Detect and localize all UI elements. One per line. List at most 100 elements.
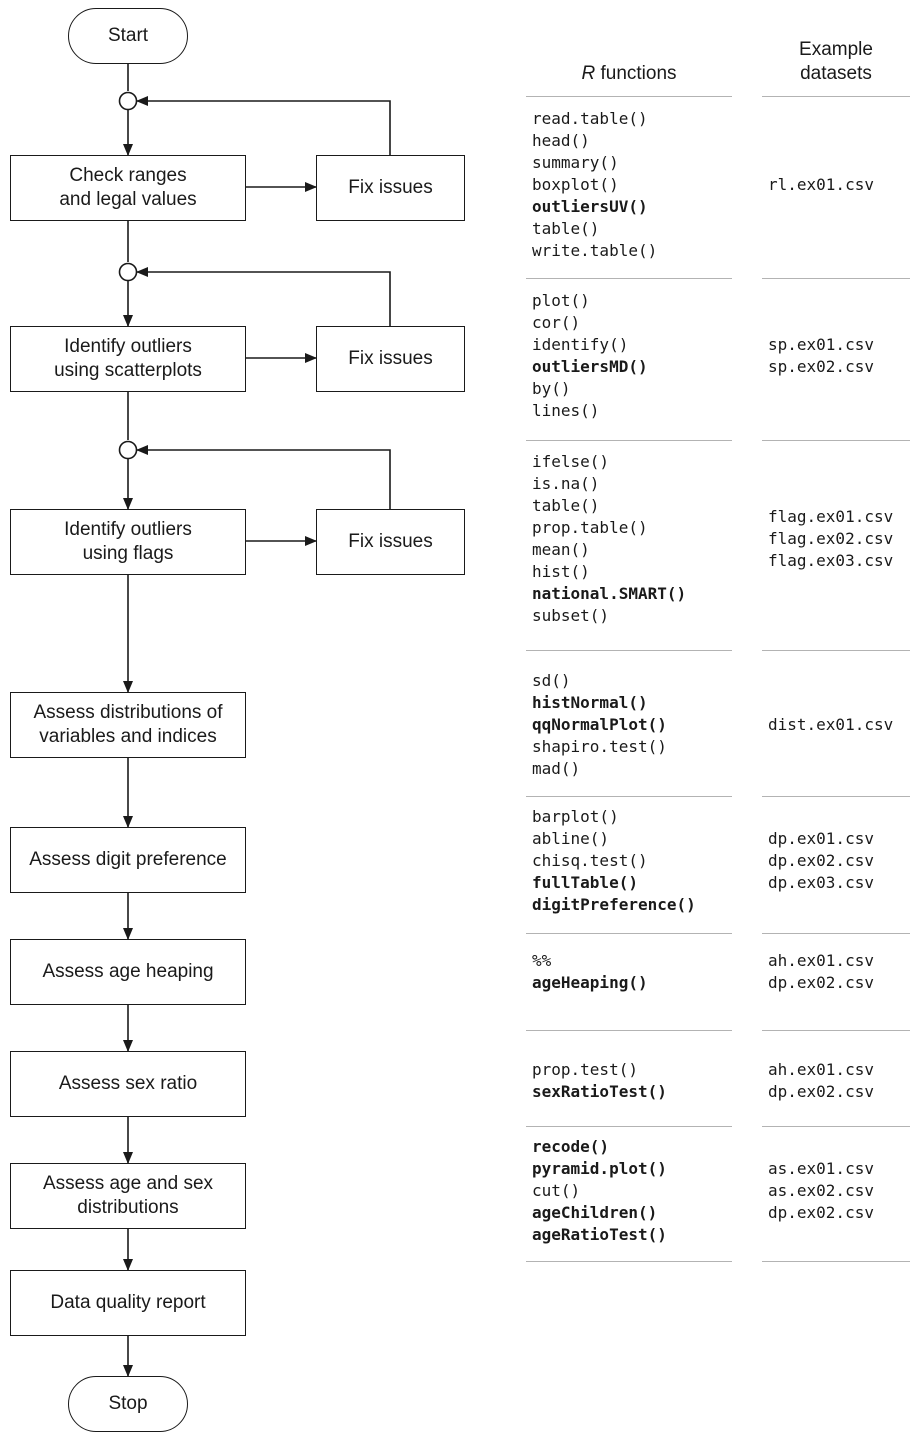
r-function-name: recode()	[532, 1137, 610, 1156]
r-function-name: lines()	[532, 401, 600, 420]
step-line: Assess age and sex	[42, 1173, 214, 1194]
r-function-name: prop.table()	[532, 518, 648, 537]
r-function-name: outliersMD()	[532, 357, 648, 376]
loop-junction-1	[118, 91, 138, 111]
loop-junction-2	[118, 262, 138, 282]
step-report: Data quality report	[10, 1270, 246, 1336]
r-function-name: pyramid.plot()	[532, 1159, 667, 1178]
datasets-cell: rl.ex01.csv	[768, 174, 874, 196]
datasets-cell: as.ex01.csv as.ex02.csv dp.ex02.csv	[768, 1158, 874, 1224]
r-function-name: ageHeaping()	[532, 973, 648, 992]
r-function-name: write.table()	[532, 241, 658, 260]
datasets-header-line: Example	[799, 39, 873, 60]
datasets-column-header: Example datasets	[762, 38, 910, 86]
dataset-filename: sp.ex02.csv	[768, 357, 874, 376]
dataset-filename: ah.ex01.csv	[768, 1060, 874, 1079]
datasets-cell: ah.ex01.csv dp.ex02.csv	[768, 1059, 874, 1103]
step-line: variables and indices	[39, 726, 217, 747]
dataset-filename: flag.ex02.csv	[768, 529, 894, 548]
r-function-name: ageRatioTest()	[532, 1225, 667, 1244]
r-function-name: digitPreference()	[532, 895, 696, 914]
step-line: Check ranges	[69, 165, 187, 186]
r-function-name: ageChildren()	[532, 1203, 658, 1222]
step-line: Assess digit preference	[29, 849, 227, 870]
step-line: Identify outliers	[64, 519, 192, 540]
table-rule	[762, 933, 910, 934]
datasets-cell: dist.ex01.csv	[768, 714, 893, 736]
dataset-filename: dp.ex01.csv	[768, 829, 874, 848]
r-function-name: read.table()	[532, 109, 648, 128]
step-flags: Identify outliers using flags	[10, 509, 246, 575]
r-function-name: shapiro.test()	[532, 737, 667, 756]
r-italic: R	[581, 63, 596, 84]
functions-column-header: R functions	[526, 62, 732, 86]
dataset-filename: dp.ex03.csv	[768, 873, 874, 892]
table-rule	[762, 796, 910, 797]
table-rule	[526, 1030, 732, 1031]
functions-cell: barplot()abline()chisq.test()fullTable()…	[532, 806, 696, 916]
table-rule	[526, 933, 732, 934]
r-function-name: ifelse()	[532, 452, 610, 471]
fix-issues-label: Fix issues	[348, 177, 433, 198]
r-function-name: by()	[532, 379, 571, 398]
dataset-filename: flag.ex01.csv	[768, 507, 894, 526]
dataset-filename: dist.ex01.csv	[768, 715, 894, 734]
dataset-filename: dp.ex02.csv	[768, 973, 874, 992]
functions-cell: prop.test()sexRatioTest()	[532, 1059, 667, 1103]
step-age-heaping: Assess age heaping	[10, 939, 246, 1005]
r-function-name: sexRatioTest()	[532, 1082, 667, 1101]
functions-word: functions	[595, 63, 677, 84]
functions-cell: ifelse()is.na()table()prop.table()mean()…	[532, 451, 686, 627]
table-rule	[762, 278, 910, 279]
fix-issues-box-2: Fix issues	[316, 326, 465, 392]
dataset-filename: dp.ex02.csv	[768, 1082, 874, 1101]
r-function-name: table()	[532, 496, 600, 515]
functions-cell: read.table()head()summary()boxplot()outl…	[532, 108, 657, 262]
dataset-filename: rl.ex01.csv	[768, 175, 874, 194]
r-function-name: cor()	[532, 313, 581, 332]
step-line: Assess sex ratio	[58, 1073, 198, 1094]
functions-cell: plot()cor()identify()outliersMD()by()lin…	[532, 290, 648, 422]
fix-issues-label: Fix issues	[348, 348, 433, 369]
step-digit-preference: Assess digit preference	[10, 827, 246, 893]
table-rule	[526, 796, 732, 797]
loop-back-arrow-3	[136, 445, 391, 509]
loop-back-arrow-2	[136, 267, 391, 326]
r-function-name: identify()	[532, 335, 629, 354]
r-function-name: national.SMART()	[532, 584, 687, 603]
dataset-filename: dp.ex02.csv	[768, 851, 874, 870]
step-line: Assess distributions of	[33, 702, 223, 723]
stop-label: Stop	[108, 1393, 148, 1414]
table-rule	[526, 650, 732, 651]
r-function-name: barplot()	[532, 807, 619, 826]
r-function-name: fullTable()	[532, 873, 638, 892]
table-rule	[762, 650, 910, 651]
table-rule	[526, 1261, 732, 1262]
start-terminal: Start	[68, 8, 188, 64]
r-function-name: histNormal()	[532, 693, 648, 712]
table-rule	[526, 1126, 732, 1127]
table-rule	[762, 440, 910, 441]
loop-back-arrow-1	[136, 96, 391, 155]
r-function-name: chisq.test()	[532, 851, 648, 870]
dataset-filename: as.ex02.csv	[768, 1181, 874, 1200]
step-sex-ratio: Assess sex ratio	[10, 1051, 246, 1117]
fix-issues-box-3: Fix issues	[316, 509, 465, 575]
dataset-filename: as.ex01.csv	[768, 1159, 874, 1178]
r-function-name: sd()	[532, 671, 571, 690]
dataset-filename: dp.ex02.csv	[768, 1203, 874, 1222]
dataset-filename: sp.ex01.csv	[768, 335, 874, 354]
r-function-name: subset()	[532, 606, 610, 625]
table-rule	[526, 96, 732, 97]
r-function-name: mean()	[532, 540, 590, 559]
functions-cell: sd()histNormal()qqNormalPlot()shapiro.te…	[532, 670, 667, 780]
step-line: using flags	[82, 543, 174, 564]
step-line: Data quality report	[50, 1292, 206, 1313]
r-function-name: hist()	[532, 562, 590, 581]
datasets-cell: dp.ex01.csv dp.ex02.csv dp.ex03.csv	[768, 828, 874, 894]
